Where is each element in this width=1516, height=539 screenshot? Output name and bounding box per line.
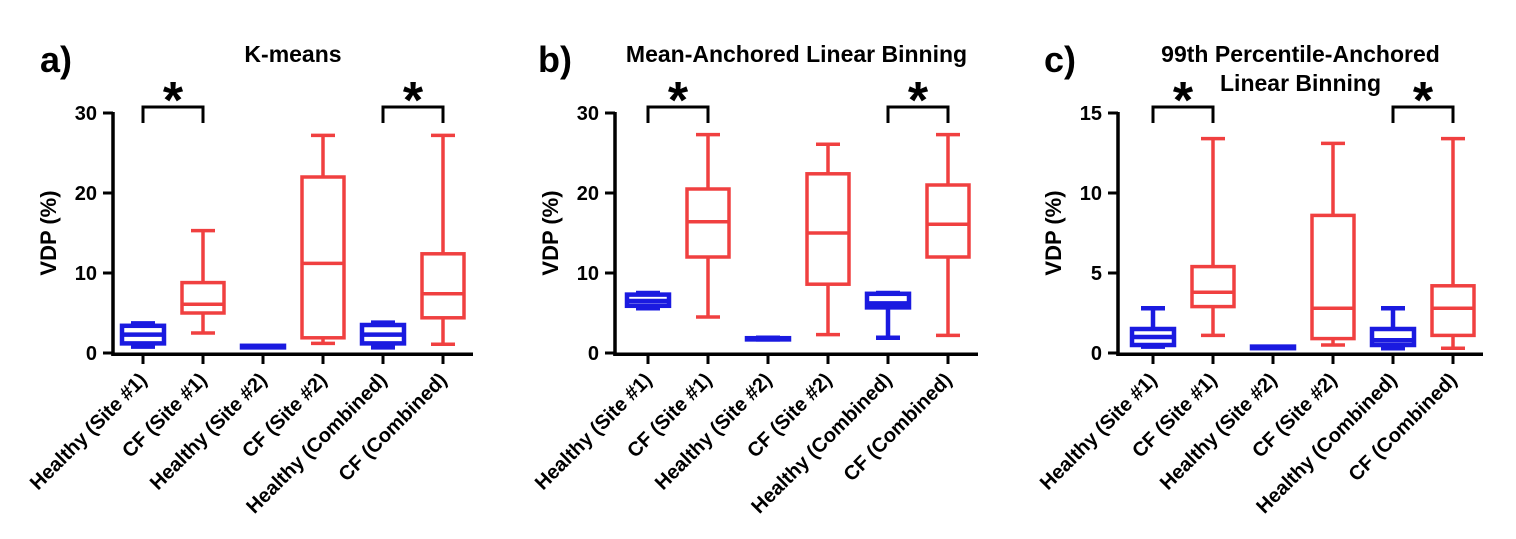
box-healthy-0	[1129, 305, 1177, 349]
box-healthy-0	[624, 290, 672, 311]
box-healthy-4	[1369, 305, 1417, 351]
panel-label: a)	[40, 39, 72, 80]
panel-title: Linear Binning	[1220, 70, 1381, 96]
box-cf-3	[805, 142, 851, 337]
box-cf-5	[925, 132, 971, 338]
significance-bracket	[646, 105, 710, 123]
y-tick-label: 10	[577, 263, 599, 285]
box-cf-1	[685, 132, 731, 319]
y-tick-label: 10	[75, 263, 97, 285]
iqr-box	[300, 175, 346, 340]
y-axis-label: VDP (%)	[1041, 190, 1066, 275]
box-healthy-2	[1249, 344, 1297, 351]
box-cf-3	[1310, 141, 1356, 347]
x-tick-label: CF (Combined)	[1345, 369, 1462, 486]
box-healthy-2	[744, 335, 792, 342]
y-tick-label: 30	[75, 103, 97, 125]
significance-bracket	[1151, 105, 1215, 123]
box-healthy-0	[119, 321, 167, 349]
x-tick-label: CF (Combined)	[335, 369, 452, 486]
box-cf-1	[180, 228, 226, 335]
significance-asterisk: *	[668, 72, 689, 130]
significance-asterisk: *	[1173, 72, 1194, 130]
panel-b: b) Mean-Anchored Linear Binning 0 10 20 30VDP…	[531, 39, 978, 518]
y-tick-label: 20	[577, 183, 599, 205]
iqr-box	[1369, 326, 1417, 348]
box-healthy-2	[239, 343, 287, 350]
y-tick-label: 0	[1091, 343, 1102, 365]
significance-asterisk: *	[908, 72, 929, 130]
y-axis-label: VDP (%)	[36, 190, 61, 275]
box-healthy-4	[359, 320, 407, 350]
y-tick-label: 10	[1080, 183, 1102, 205]
significance-bracket	[141, 105, 205, 123]
y-tick-label: 20	[75, 183, 97, 205]
iqr-box	[420, 252, 466, 320]
y-axis-label: VDP (%)	[538, 190, 563, 275]
significance-asterisk: *	[163, 72, 184, 130]
y-tick-label: 15	[1080, 103, 1102, 125]
iqr-box	[1430, 284, 1476, 338]
y-tick-label: 5	[1091, 263, 1102, 285]
panel-title: 99th Percentile-Anchored	[1161, 41, 1440, 67]
significance-bracket	[886, 105, 950, 123]
significance-bracket	[1391, 105, 1455, 123]
significance-asterisk: *	[1413, 72, 1434, 130]
panel-title: K-means	[244, 41, 341, 67]
y-tick-label: 0	[588, 343, 599, 365]
box-healthy-4	[864, 290, 912, 341]
box-cf-1	[1190, 136, 1236, 338]
panel-label: c)	[1044, 39, 1076, 80]
x-tick-label: CF (Combined)	[840, 369, 957, 486]
box-cf-3	[300, 133, 346, 346]
y-tick-label: 0	[86, 343, 97, 365]
iqr-box	[805, 172, 851, 286]
significance-asterisk: *	[403, 72, 424, 130]
significance-bracket	[381, 105, 445, 123]
iqr-box	[180, 280, 226, 315]
iqr-box	[925, 183, 971, 259]
box-cf-5	[420, 133, 466, 346]
iqr-box	[1190, 264, 1236, 309]
panel-label: b)	[538, 39, 572, 80]
iqr-box	[1310, 213, 1356, 341]
panel-title: Mean-Anchored Linear Binning	[626, 41, 967, 67]
box-cf-5	[1430, 136, 1476, 350]
y-tick-label: 30	[577, 103, 599, 125]
